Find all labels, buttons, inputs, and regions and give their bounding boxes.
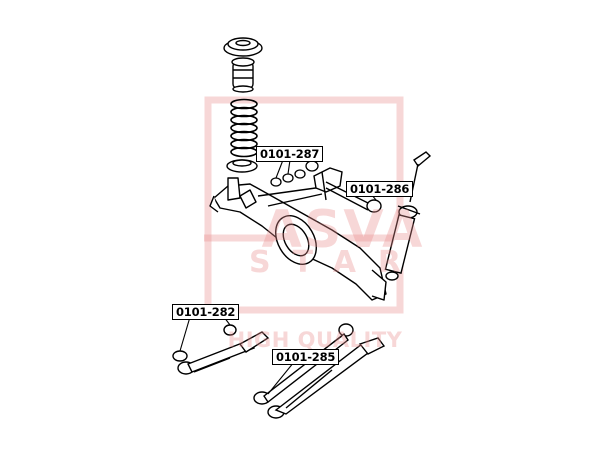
shock-absorber-icon xyxy=(384,151,432,281)
spring-seat-icon xyxy=(223,37,263,57)
spring-pad-icon xyxy=(226,159,258,173)
callout-0101-282[interactable]: 0101-282 xyxy=(172,304,240,320)
lower-trailing-arm-icon xyxy=(172,324,270,375)
callout-0101-287[interactable]: 0101-287 xyxy=(256,146,324,162)
callout-0101-286[interactable]: 0101-286 xyxy=(346,181,414,197)
watermark-line3: HIGH QUALITY xyxy=(227,328,403,352)
bump-stop-icon xyxy=(231,57,255,93)
callout-0101-285[interactable]: 0101-285 xyxy=(272,349,340,365)
watermark-line2: STAR xyxy=(248,245,424,280)
rear-axle-housing-icon xyxy=(209,177,387,301)
coil-spring-icon xyxy=(230,98,258,158)
watermark-brand: ASVA xyxy=(261,200,425,260)
